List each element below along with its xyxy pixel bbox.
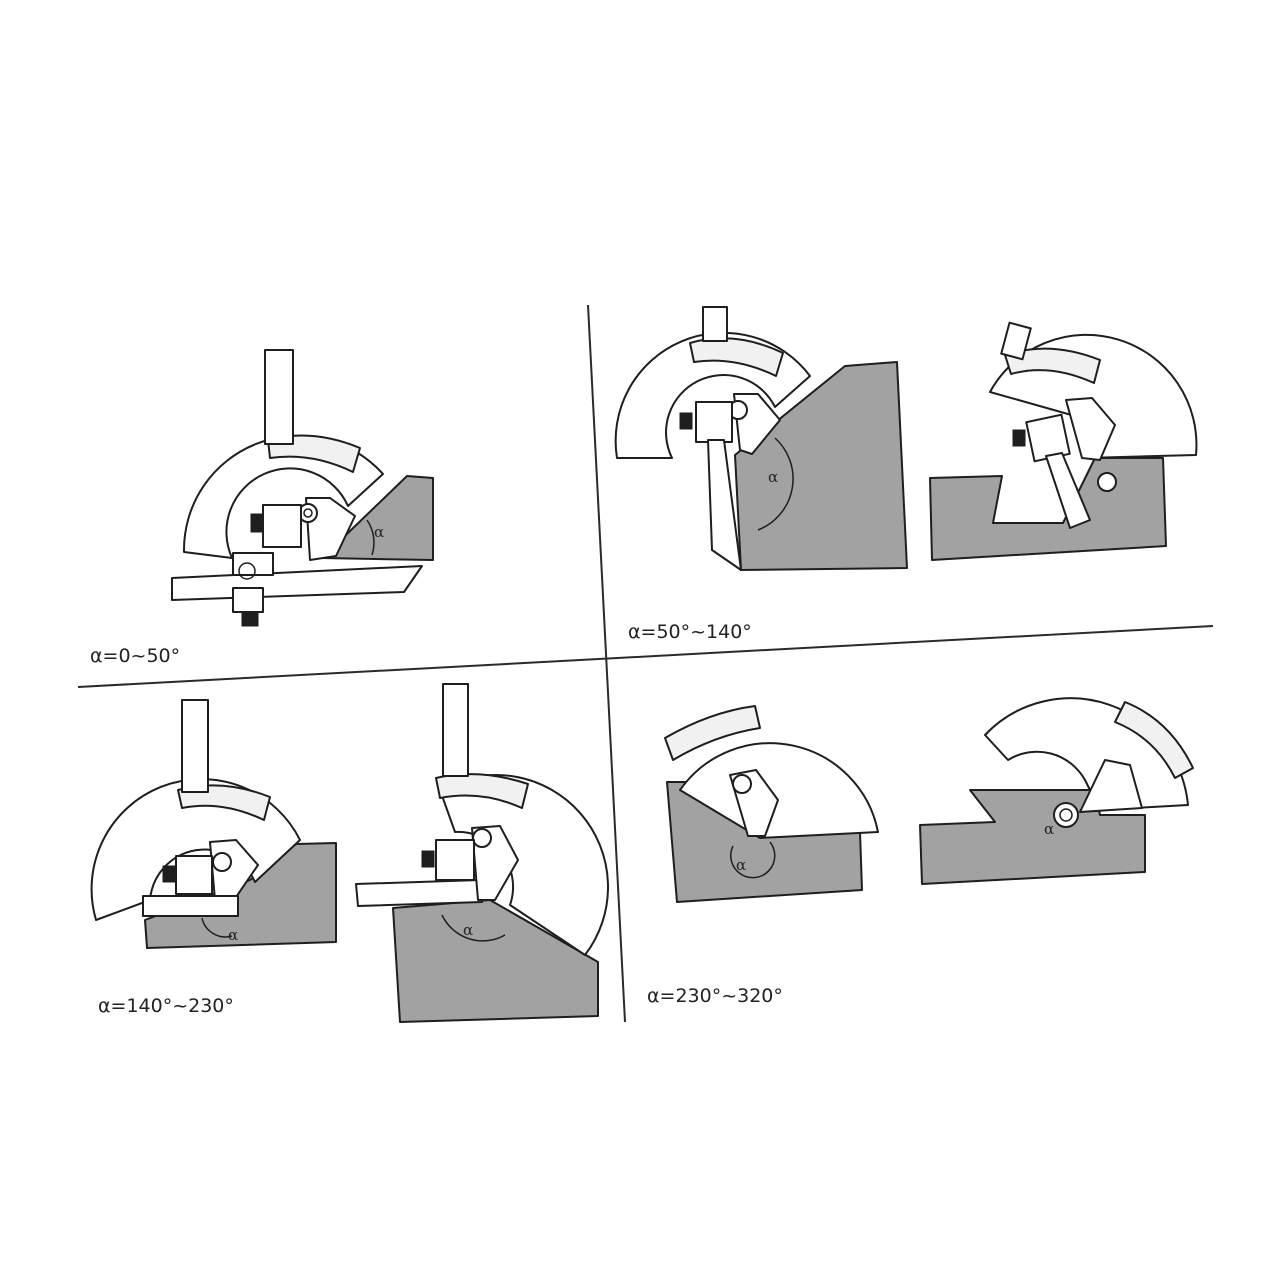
- pivot-screw-right: [472, 828, 492, 848]
- clamp-knob-left: [162, 865, 176, 883]
- angle-alpha-label-right: α: [1044, 820, 1054, 838]
- vertical-divider: [587, 304, 626, 1023]
- lock-knob: [241, 611, 259, 627]
- angle-arc-left: [201, 917, 233, 938]
- angle-alpha-label-left: α: [736, 856, 746, 874]
- pivot-screw-right: [1053, 802, 1079, 828]
- rule-stub-left: [702, 306, 728, 342]
- straight-rule: [264, 349, 294, 445]
- clamp-block: [262, 504, 302, 548]
- vernier-arc-body: [182, 434, 384, 559]
- pivot-screw-inner: [303, 508, 313, 518]
- sector-plate-right: [1079, 759, 1143, 813]
- blade-right: [1045, 452, 1091, 529]
- workpiece-block-right: [919, 789, 1146, 885]
- panel-2-illustration: α α=50°~140°: [614, 306, 1198, 643]
- panel-3-caption: α=140°~230°: [98, 995, 234, 1017]
- angle-alpha-label-left: α: [228, 926, 238, 944]
- clamp-post: [232, 552, 274, 576]
- clamp-knob-right: [421, 850, 435, 868]
- angle-arc-left: [730, 841, 776, 879]
- workpiece-block-left: [144, 842, 337, 949]
- straight-rule-left: [181, 699, 209, 793]
- workpiece-vblock: [929, 457, 1167, 561]
- base-blade: [171, 565, 423, 601]
- pivot-screw-left: [732, 774, 752, 794]
- panel-4-illustration: α α α=230°~320°: [647, 697, 1194, 1007]
- blade-left: [707, 439, 742, 571]
- angle-alpha-label: α: [374, 523, 384, 541]
- vernier-scale-strip-left: [664, 705, 761, 761]
- workpiece-block-left: [734, 361, 908, 571]
- angle-arc-right: [441, 914, 506, 942]
- pivot-screw-left: [212, 852, 232, 872]
- pivot-screw-right: [1097, 472, 1117, 492]
- clamp-knob-left: [679, 412, 693, 430]
- angle-arc-left: [757, 437, 794, 531]
- clamp-block-left: [175, 855, 213, 895]
- base-blade-right: [355, 879, 483, 907]
- angle-alpha-label-right: α: [463, 921, 473, 939]
- workpiece-block: [321, 475, 434, 561]
- clamp-knob: [250, 513, 264, 533]
- vernier-scale-strip-right: [1114, 701, 1194, 779]
- base-blade-left: [142, 895, 239, 917]
- pivot-screw-right-inner: [1059, 808, 1073, 822]
- sector-plate-right: [1065, 397, 1116, 461]
- straight-rule-right: [442, 683, 469, 777]
- panel-2-caption: α=50°~140°: [628, 621, 752, 643]
- clamp-block-right: [435, 839, 475, 881]
- lock-nut: [232, 587, 264, 613]
- panel-1-caption: α=0~50°: [90, 645, 180, 667]
- rule-stub-right: [1000, 321, 1032, 361]
- vernier-scale-strip-right: [1004, 347, 1101, 384]
- panel-4-caption: α=230°~320°: [647, 985, 783, 1007]
- clamp-block-left: [695, 401, 733, 443]
- panel-1-illustration: α α=0~50°: [90, 349, 434, 667]
- panel-3-illustration: α α α=140°~230°: [90, 683, 609, 1023]
- clamp-knob-right: [1012, 429, 1026, 447]
- horizontal-divider: [77, 625, 1214, 688]
- clamp-hole: [238, 562, 256, 580]
- vernier-arc-body-left: [679, 742, 879, 839]
- angle-arc: [366, 519, 375, 556]
- angle-alpha-label-left: α: [768, 468, 778, 486]
